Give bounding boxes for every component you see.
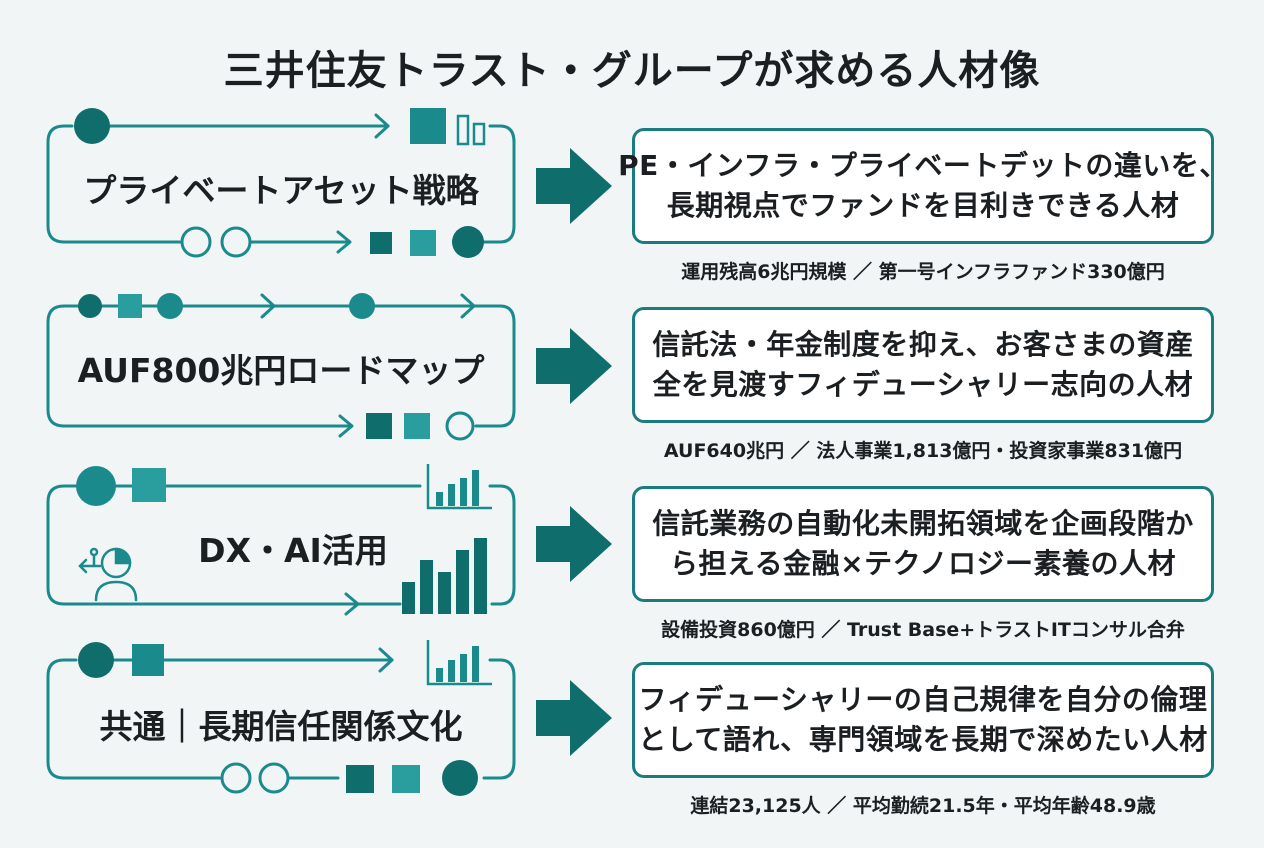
- square-node-icon: [132, 468, 166, 502]
- square-node-icon: [404, 413, 430, 439]
- square-node-icon: [346, 765, 374, 793]
- large-bar-chart-icon: [402, 538, 487, 614]
- stats-text: AUF640兆円 ／ 法人事業1,813億円・投資家事業831億円: [663, 440, 1183, 462]
- row-1-frame: [46, 113, 516, 254]
- square-node-icon: [366, 413, 392, 439]
- circle-node-icon: [220, 762, 252, 794]
- description-line: 長期視点でファンドを目利きできる人材: [666, 189, 1180, 222]
- bar-chart-icon: [426, 640, 492, 686]
- page-title: 三井住友トラスト・グループが求める人材像: [223, 48, 1041, 94]
- circle-node-icon: [445, 411, 475, 441]
- circle-node-icon: [442, 760, 478, 796]
- bar-chart-icon: [426, 464, 492, 510]
- square-node-icon: [410, 108, 446, 144]
- circle-node-icon: [78, 642, 114, 678]
- circle-node-icon: [76, 466, 116, 506]
- stats-text: 運用残高6兆円規模 ／ 第一号インフラファンド330億円: [681, 261, 1165, 283]
- circle-node-icon: [78, 294, 102, 318]
- right-arrow-icon: [536, 148, 612, 224]
- talent-description-box: PE・インフラ・プライベートデットの違いを、 長期視点でファンドを目利きできる人…: [618, 128, 1227, 244]
- talent-description-box: フィデューシャリーの自己規律を自分の倫理 として語れ、専門領域を長期で深めたい人…: [632, 662, 1214, 778]
- square-node-icon: [132, 644, 164, 676]
- bar-outline-icon: [456, 114, 470, 146]
- strategy-label: プライベートアセット戦略: [83, 171, 479, 210]
- row-2-frame: [46, 293, 516, 438]
- description-line: ら担える金融×テクノロジー素養の人材: [670, 547, 1176, 580]
- circle-node-icon: [452, 226, 484, 258]
- stats-text: 設備投資860億円 ／ Trust Base+トラストITコンサル合弁: [661, 619, 1185, 641]
- talent-description-box: 信託法・年金制度を抑え、お客さまの資産 全を見渡すフィデューシャリー志向の人材: [632, 307, 1214, 423]
- square-node-icon: [392, 765, 420, 793]
- bar-outline-icon: [472, 122, 486, 146]
- description-line: 信託業務の自動化未開拓領域を企画段階か: [652, 507, 1194, 540]
- strategy-label: AUF800兆円ロードマップ: [77, 351, 485, 390]
- strategy-label: DX・AI活用: [198, 531, 388, 570]
- description-line: 全を見渡すフィデューシャリー志向の人材: [652, 368, 1194, 401]
- circle-node-icon: [220, 226, 252, 258]
- circle-node-icon: [180, 226, 212, 258]
- description-line: フィデューシャリーの自己規律を自分の倫理: [638, 683, 1208, 716]
- circle-node-icon: [349, 293, 375, 319]
- right-arrow-icon: [536, 328, 612, 404]
- strategy-label: 共通｜長期信任関係文化: [99, 707, 463, 746]
- circle-node-icon: [157, 293, 183, 319]
- right-arrow-icon: [536, 506, 612, 582]
- person-ai-icon: [78, 547, 138, 602]
- square-node-icon: [118, 294, 142, 318]
- description-line: として語れ、専門領域を長期で深めたい人材: [638, 723, 1208, 756]
- right-arrow-icon: [536, 680, 612, 756]
- circle-node-icon: [258, 762, 290, 794]
- circle-node-icon: [74, 108, 110, 144]
- stats-text: 連結23,125人 ／ 平均勤続21.5年・平均年齢48.9歳: [690, 795, 1156, 817]
- square-node-icon: [370, 232, 392, 254]
- talent-description-box: 信託業務の自動化未開拓領域を企画段階か ら担える金融×テクノロジー素養の人材: [632, 486, 1214, 602]
- square-node-icon: [410, 230, 436, 256]
- description-line: PE・インフラ・プライベートデットの違いを、: [618, 149, 1228, 182]
- description-line: 信託法・年金制度を抑え、お客さまの資産: [652, 328, 1194, 361]
